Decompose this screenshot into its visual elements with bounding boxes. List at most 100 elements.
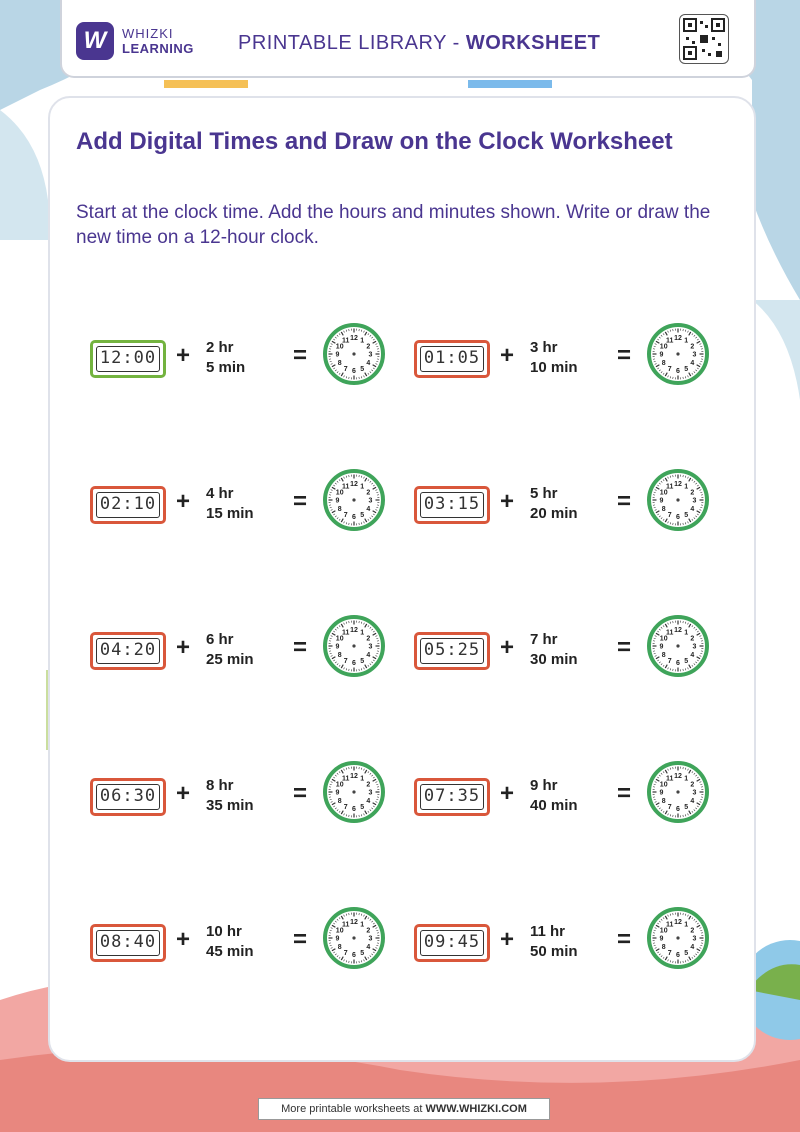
footer-text: More printable worksheets at — [281, 1103, 426, 1115]
footer-link-bar[interactable]: More printable worksheets at WWW.WHIZKI.… — [258, 1098, 550, 1120]
clock-number: 5 — [360, 658, 364, 665]
clock-tick — [660, 663, 663, 666]
clock-tick — [343, 667, 345, 670]
clock-tick — [329, 360, 332, 363]
clock-tick — [345, 522, 348, 525]
footer-url-link[interactable]: WWW.WHIZKI.COM — [425, 1103, 527, 1115]
clock-tick — [687, 813, 689, 816]
clock-number: 9 — [660, 790, 664, 797]
clock-tick — [338, 917, 341, 920]
whizki-logo-icon[interactable]: W — [76, 22, 114, 60]
clock-tick — [655, 364, 660, 368]
header-bar: W WHIZKI LEARNING PRINTABLE LIBRARY - WO… — [60, 0, 756, 78]
clock-tick — [364, 769, 368, 774]
clock-tick — [371, 482, 374, 485]
clock-tick — [660, 517, 663, 520]
clock-number: 12 — [350, 335, 358, 342]
clock-tick — [660, 955, 663, 958]
clock-tick — [343, 476, 345, 479]
clock-tick — [664, 915, 668, 920]
clock-tick — [658, 774, 661, 777]
clock-tick — [653, 944, 656, 947]
digital-time-text: 05:25 — [420, 638, 484, 664]
clock-tick — [700, 798, 703, 801]
clock-tick — [684, 329, 687, 332]
clock-tick — [336, 371, 339, 374]
clock-tick — [669, 621, 672, 624]
clock-tick — [360, 329, 363, 332]
logo-wordmark[interactable]: WHIZKI LEARNING — [122, 26, 194, 56]
clock-tick — [363, 476, 365, 479]
clock-tick — [696, 510, 701, 514]
plus-sign: + — [176, 926, 191, 953]
clock-tick — [334, 774, 337, 777]
library-title-bold: WORKSHEET — [465, 32, 601, 54]
clock-tick — [340, 664, 344, 669]
clock-tick — [655, 802, 660, 806]
clock-tick — [333, 484, 336, 487]
clock-tick — [655, 948, 660, 952]
clock-tick — [700, 944, 703, 947]
clock-tick — [653, 345, 656, 348]
clock-tick — [334, 807, 337, 810]
add-hours: 3 hr — [530, 339, 558, 356]
clock-tick — [376, 345, 379, 348]
clock-tick — [330, 801, 333, 803]
clock-tick — [363, 959, 365, 962]
clock-number: 9 — [660, 352, 664, 359]
clock-tick — [691, 333, 694, 336]
clock-tick — [338, 518, 341, 521]
clock-tick — [691, 518, 694, 521]
clock-tick — [329, 506, 332, 509]
clock-tick — [369, 772, 372, 775]
clock-number: 7 — [668, 804, 672, 811]
clock-tick — [699, 635, 702, 637]
clock-tick — [657, 951, 660, 954]
digital-clock-display: 12:00 — [90, 340, 166, 378]
clock-tick — [684, 475, 687, 478]
clock-tick — [371, 807, 374, 810]
clock-tick — [700, 345, 703, 348]
clock-tick — [340, 477, 344, 482]
clock-tick — [693, 955, 696, 958]
clock-tick — [662, 479, 665, 482]
clock-tick — [334, 369, 337, 372]
plus-sign: + — [176, 780, 191, 807]
qr-code-icon[interactable] — [679, 14, 729, 64]
clock-tick — [338, 810, 341, 813]
clock-tick — [669, 668, 672, 671]
clock-tick — [667, 476, 669, 479]
clock-tick — [336, 480, 339, 483]
clock-tick — [340, 372, 344, 377]
clock-tick — [684, 960, 687, 963]
clock-center-dot — [352, 790, 356, 794]
clock-tick — [696, 778, 701, 782]
clock-tick — [669, 329, 672, 332]
clock-center-dot — [676, 498, 680, 502]
clock-tick — [658, 628, 661, 631]
add-minutes: 50 min — [530, 943, 578, 960]
clock-number: 6 — [352, 952, 356, 959]
digital-clock-display: 01:05 — [414, 340, 490, 378]
clock-number: 11 — [666, 483, 674, 490]
clock-tick — [695, 628, 698, 631]
clock-tick — [667, 959, 669, 962]
clock-tick — [653, 491, 656, 494]
clock-tick — [360, 475, 363, 478]
clock-tick — [696, 364, 701, 368]
clock-tick — [654, 489, 657, 491]
